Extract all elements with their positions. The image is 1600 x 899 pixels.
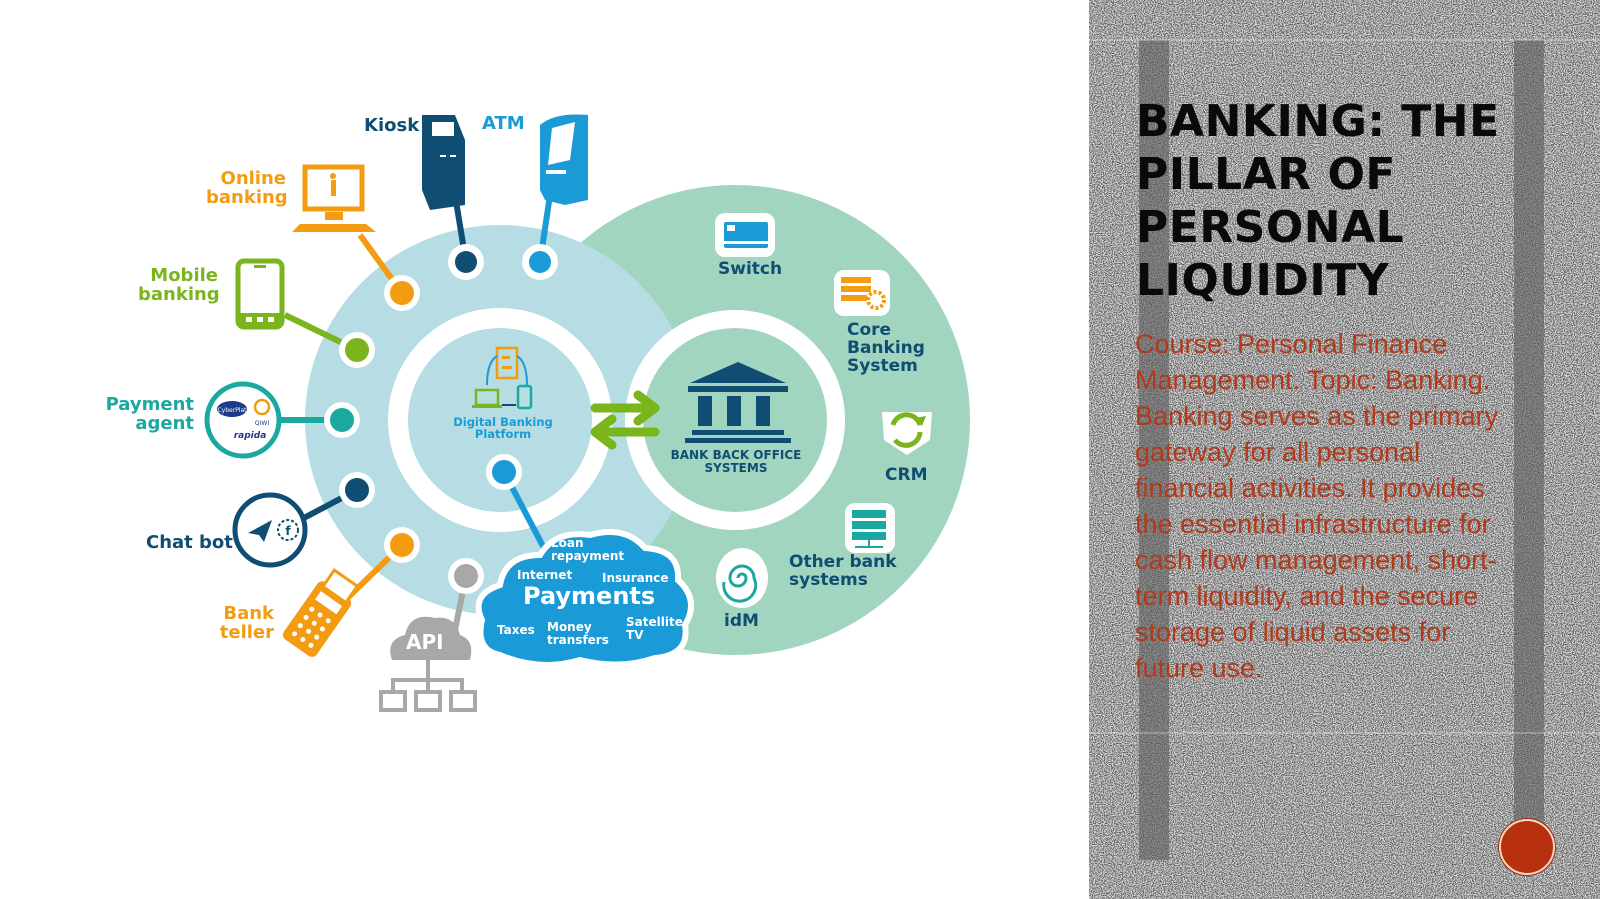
api-connector: [448, 558, 484, 631]
fingerprint-icon: [716, 548, 768, 608]
chat-bot-label: Chat bot: [146, 532, 233, 553]
digital-banking-platform-label-line2: Platform: [474, 427, 532, 442]
payments-money-transfers-label: Money transfers: [547, 621, 609, 646]
bank-teller-label: Bank teller: [214, 603, 274, 643]
kiosk-connector: [448, 194, 484, 280]
payment-agent-label-line1: Payment: [105, 394, 194, 415]
svg-text:QIWI: QIWI: [255, 420, 269, 427]
bank-teller-label-line1: Bank: [223, 603, 274, 624]
payment-agent-logos-icon: CyberPlat QIWI rapida: [204, 381, 282, 459]
svg-text:f: f: [285, 524, 291, 538]
channel-ring: [305, 225, 695, 615]
slide-body-text: Course: Personal Finance Management. Top…: [1135, 329, 1499, 683]
payments-internet-label: Internet: [517, 568, 573, 582]
slide-title: BANKING: THE PILLAR OF PERSONAL LIQUIDIT…: [1136, 96, 1500, 306]
online-connector: [357, 233, 420, 311]
mobile-banking-label-line1: Mobile: [150, 265, 218, 286]
payment-agent-label: Payment agent: [104, 394, 194, 434]
payment-agent-connector: [280, 402, 360, 438]
bank-teller-connector: [327, 527, 420, 618]
table-gear-icon: [834, 270, 890, 316]
other-bank-systems-label: Other bank systems: [789, 552, 897, 590]
next-slide-button[interactable]: [1499, 819, 1555, 875]
core-banking-label-line2: Banking: [847, 337, 925, 358]
payments-loan-label: Loan repayment: [551, 537, 624, 562]
idm-label: idM: [724, 611, 759, 631]
bank-back-office-label-line2: SYSTEMS: [704, 460, 768, 475]
atm-label: ATM: [482, 113, 525, 134]
payments-money-line2: transfers: [547, 632, 609, 647]
payments-insurance-label: Insurance: [602, 571, 669, 585]
diagram-area: CyberPlat QIWI rapida f: [104, 113, 970, 712]
desktop-computer-icon: [292, 164, 376, 232]
payments-connector: [486, 454, 548, 552]
online-banking-label: Online banking: [206, 168, 288, 208]
other-bank-systems-label-line2: systems: [789, 569, 868, 590]
mobile-banking-label-line2: banking: [138, 283, 220, 305]
chat-bot-connector: [298, 472, 375, 523]
server-icon: [845, 503, 895, 553]
payments-satellite-tv-label: Satellite TV: [626, 616, 683, 641]
payments-cloud-shape: [475, 529, 695, 668]
svg-text:rapida: rapida: [234, 431, 267, 441]
kiosk-label: Kiosk: [364, 115, 420, 136]
payments-loan-line1: Loan: [551, 536, 584, 550]
bank-back-office-label-line1: BANK BACK OFFICE: [670, 448, 802, 462]
crm-label: CRM: [885, 465, 928, 485]
other-bank-systems-label-line1: Other bank: [789, 552, 897, 572]
recycle-arrows-icon: [882, 412, 932, 455]
smartphone-icon: [235, 258, 285, 330]
bank-building-icon: [685, 362, 791, 443]
core-banking-label: Core Banking System: [847, 320, 925, 376]
core-banking-label-line1: Core: [847, 320, 892, 340]
title-panel: BANKING: THE PILLAR OF PERSONAL LIQUIDIT…: [1089, 0, 1600, 899]
digital-banking-diagram: CyberPlat QIWI rapida f: [204, 114, 970, 712]
pos-terminal-icon: [283, 568, 360, 657]
switch-label: Switch: [718, 259, 783, 279]
digital-banking-platform-label: Digital Banking Platform: [448, 416, 558, 440]
payments-satellite-line1: Satellite: [626, 615, 683, 629]
kiosk-icon: [422, 115, 465, 210]
exchange-arrows-icon: [590, 390, 660, 450]
texture-background: [1089, 0, 1600, 899]
payment-agent-label-line2: agent: [135, 412, 194, 434]
payments-satellite-line2: TV: [626, 627, 644, 642]
online-banking-label-line1: Online: [220, 168, 286, 189]
payments-loan-line2: repayment: [551, 548, 625, 563]
digital-platform-icon: [472, 346, 533, 410]
payments-money-line1: Money: [547, 620, 592, 634]
payments-taxes-label: Taxes: [497, 623, 535, 637]
chat-bot-icon: f: [232, 492, 308, 568]
api-cloud-icon: [379, 616, 477, 712]
svg-text:CyberPlat: CyberPlat: [217, 407, 247, 414]
mobile-banking-label: Mobile banking: [138, 265, 220, 305]
mobile-connector: [283, 312, 375, 368]
digital-banking-platform-label-line1: Digital Banking: [453, 415, 553, 429]
atm-connector: [522, 194, 558, 280]
api-label: API: [406, 630, 444, 654]
bank-teller-label-line2: teller: [219, 621, 274, 643]
online-banking-label-line2: banking: [206, 186, 288, 208]
bank-back-office-label: BANK BACK OFFICE SYSTEMS: [665, 449, 807, 474]
atm-icon: [540, 114, 588, 205]
card-icon: [715, 213, 775, 257]
core-banking-label-line3: System: [847, 355, 918, 376]
payments-title: Payments: [523, 582, 656, 610]
